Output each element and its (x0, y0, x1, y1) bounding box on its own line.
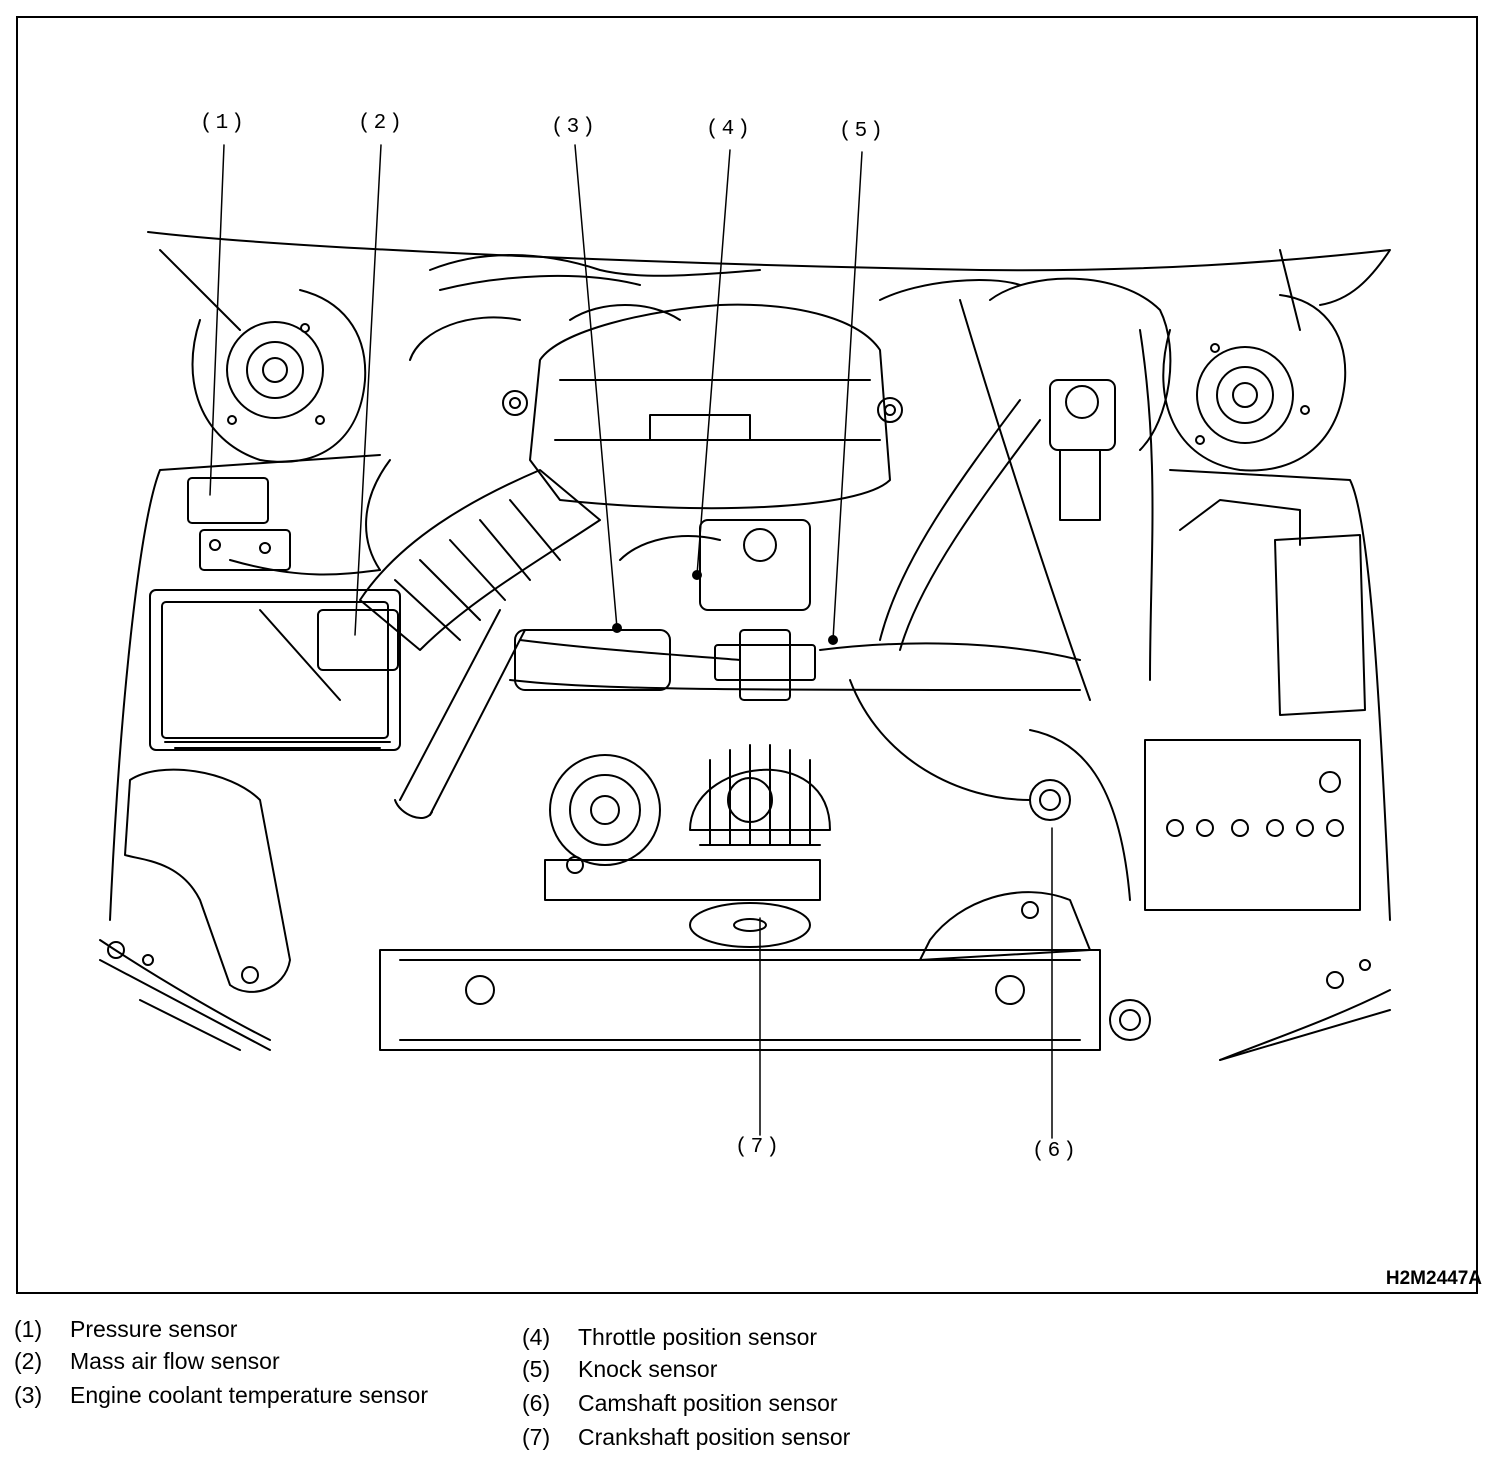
brake-reservoir (1049, 379, 1116, 521)
hose-6 (959, 299, 1091, 701)
hose-10 (569, 304, 681, 321)
brake-booster (989, 277, 1172, 451)
left-fender (109, 454, 381, 921)
callout-3: (3) (551, 116, 598, 139)
callout-4: (4) (706, 118, 753, 141)
throttle-body (699, 519, 816, 701)
right-frame (1219, 1009, 1391, 1061)
harness-2 (439, 274, 641, 291)
right-fender (1169, 469, 1391, 921)
maf-sensor (317, 609, 399, 671)
legend-label: Engine coolant temperature sensor (70, 1382, 428, 1408)
legend-item: (3) Engine coolant temperature sensor (14, 1380, 434, 1430)
leader-5 (832, 151, 863, 641)
leader-4 (696, 149, 731, 576)
legend-number: (5) (522, 1356, 551, 1382)
legend-item: (2) Mass air flow sensor (14, 1348, 280, 1375)
manifold-left (514, 629, 671, 691)
intake-bellows (359, 469, 601, 651)
pressure-sensor-bracket (187, 477, 381, 576)
runner-center (509, 679, 1081, 691)
harness-1 (429, 254, 761, 277)
hose-4 (1029, 729, 1131, 901)
intake-manifold-cover (502, 303, 903, 510)
left-strut-tower (191, 289, 367, 463)
timing-belt-cover (544, 856, 821, 948)
figure-code: H2M2447A (1385, 1268, 1482, 1289)
water-pump-pulley (549, 754, 661, 866)
air-cleaner-box (149, 589, 401, 751)
legend-label: Crankshaft position sensor (578, 1424, 851, 1450)
oil-filler-cap (1029, 779, 1071, 821)
legend-number: (4) (522, 1324, 551, 1350)
legend-item: (4) Throttle position sensor (522, 1324, 817, 1351)
hose-2 (899, 419, 1041, 651)
hose-8 (365, 459, 391, 571)
figure-frame (16, 16, 1478, 1294)
legend-number: (2) (14, 1348, 43, 1374)
legend-item: (7) Crankshaft position sensor (522, 1424, 850, 1451)
hose-1 (879, 399, 1021, 641)
legend-number: (6) (522, 1390, 551, 1416)
right-strut-tower (1162, 294, 1347, 472)
legend-item: (1) Pressure sensor (14, 1316, 237, 1343)
legend-label: Knock sensor (578, 1356, 718, 1382)
callout-1: (1) (200, 112, 247, 135)
left-frame (99, 959, 271, 1051)
legend-label: Throttle position sensor (578, 1324, 818, 1350)
alternator (689, 744, 831, 846)
harness-3 (879, 279, 1021, 301)
engine-bay-drawing (99, 144, 1391, 1139)
hose-7 (619, 535, 721, 561)
coolant-reservoir (919, 891, 1091, 961)
runner-left (519, 639, 741, 661)
legend-number: (3) (14, 1382, 43, 1408)
leader-2 (354, 144, 382, 636)
legend-item: (6) Camshaft position sensor (522, 1390, 838, 1417)
callout-5: (5) (839, 120, 886, 143)
leader-dots (612, 570, 838, 645)
leader-3 (574, 144, 618, 629)
runner-right (819, 642, 1081, 661)
front-crossmember (99, 939, 1391, 1061)
legend-number: (1) (14, 1316, 43, 1342)
callout-2: (2) (358, 112, 405, 135)
hose-9 (409, 316, 521, 361)
hose-5 (1139, 329, 1154, 681)
cowl-line (159, 249, 1301, 331)
legend-number: (7) (522, 1424, 551, 1450)
leader-lines (209, 144, 1053, 1139)
firewall-outline (147, 231, 1391, 306)
battery (1144, 739, 1361, 911)
hose-3 (849, 679, 1031, 801)
legend-label: Pressure sensor (70, 1316, 238, 1342)
callout-6: (6) (1032, 1140, 1079, 1163)
legend-label: Mass air flow sensor (70, 1348, 280, 1374)
air-duct (124, 609, 526, 993)
legend-item: (5) Knock sensor (522, 1356, 717, 1383)
leader-1 (209, 144, 225, 496)
legend-label: Camshaft position sensor (578, 1390, 838, 1416)
callout-7: (7) (735, 1136, 782, 1159)
radiator (379, 949, 1151, 1051)
fuse-box (1179, 499, 1366, 716)
